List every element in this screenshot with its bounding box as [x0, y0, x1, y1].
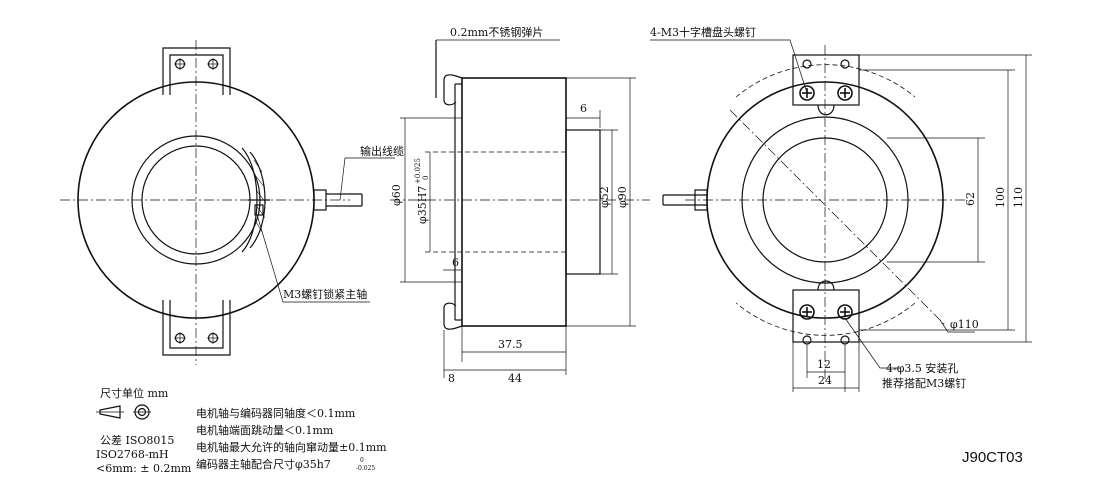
dim-12: 12	[817, 358, 831, 371]
note-req-3: 电机轴最大允许的轴向窜动量±0.1mm	[196, 440, 387, 454]
note-tolerance-std: ISO2768-mH	[96, 448, 169, 461]
note-req-4-lower: -0.025	[356, 465, 375, 472]
dim-phi-35h7: φ35H7 +0.025 0	[414, 158, 430, 224]
note-req-4-upper: 0	[360, 457, 364, 464]
dim-8: 8	[448, 372, 455, 385]
callout-m3-pan-head: 4-M3十字槽盘头螺钉	[650, 25, 756, 39]
rear-view-right	[650, 39, 1032, 392]
callout-mount-hole-2: 推荐搭配M3螺钉	[882, 376, 966, 390]
note-req-1: 电机轴与编码器同轴度＜0.1mm	[196, 406, 356, 420]
model-code: J90CT03	[962, 449, 1023, 466]
front-view-left	[60, 40, 395, 365]
dim-phi-35h7-value: φ35H7	[416, 186, 429, 224]
side-view-middle	[390, 39, 650, 378]
dim-phi-90: φ90	[616, 186, 629, 208]
dim-phi-35h7-upper: +0.025	[414, 158, 422, 184]
callout-output-cable: 输出线缆	[360, 144, 404, 158]
dim-6-left: 6	[452, 256, 459, 269]
note-units: 尺寸单位 mm	[100, 386, 169, 400]
note-req-4-group: 编码器主轴配合尺寸φ35h7 0 -0.025	[196, 457, 375, 472]
dim-100: 100	[994, 187, 1007, 208]
note-req-4: 编码器主轴配合尺寸φ35h7	[196, 457, 331, 471]
dim-phi-52: φ52	[598, 186, 611, 208]
callout-m3-lock-screw: M3螺钉锁紧主轴	[283, 287, 367, 301]
dim-phi-110-circle: φ110	[950, 318, 979, 331]
note-tolerance-label: 公差 ISO8015	[100, 433, 174, 447]
dim-phi-35h7-lower: 0	[422, 176, 430, 180]
note-tolerance-small: <6mm: ± 0.2mm	[96, 462, 192, 475]
dim-44: 44	[508, 372, 522, 385]
projection-symbol	[96, 404, 151, 420]
callout-mount-hole-1: 4-φ3.5 安装孔	[886, 361, 958, 375]
dim-6-top: 6	[580, 102, 587, 115]
dim-37-5: 37.5	[498, 338, 523, 351]
callout-spring-plate: 0.2mm不锈钢弹片	[450, 25, 543, 39]
dim-110: 110	[1012, 187, 1025, 208]
dim-phi-60: φ60	[390, 184, 403, 206]
dim-62: 62	[964, 192, 977, 206]
note-req-2: 电机轴端面跳动量＜0.1mm	[196, 423, 334, 437]
dim-24: 24	[818, 374, 832, 387]
